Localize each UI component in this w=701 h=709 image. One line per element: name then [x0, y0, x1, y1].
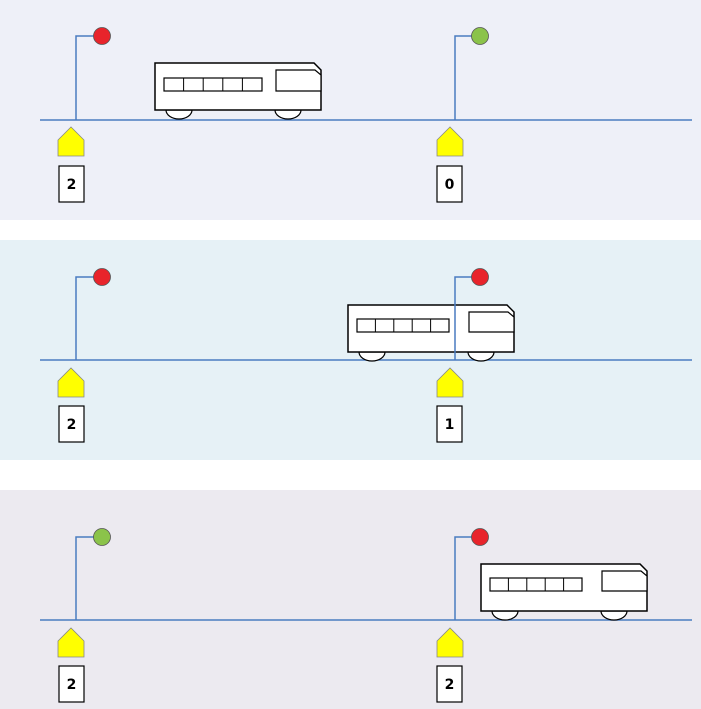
counter-value-2: 0 — [445, 177, 455, 193]
signal-light-2 — [471, 268, 489, 286]
signal-light-1 — [93, 268, 111, 286]
signal-light-2 — [471, 27, 489, 45]
counter-value-1: 2 — [67, 417, 77, 433]
signal-post-1 — [75, 35, 94, 120]
scene-panel-1-drawing: 2 0 — [40, 27, 692, 203]
signal-light-2 — [471, 528, 489, 546]
scene-panel-3-drawing: 2 2 — [40, 528, 692, 703]
counter-box-1 — [58, 405, 85, 443]
counter-value-2: 2 — [445, 677, 455, 693]
counter-value-1: 2 — [67, 677, 77, 693]
counter-box-2 — [436, 405, 463, 443]
signal-post-1 — [75, 276, 94, 360]
sensor-marker-1 — [57, 627, 85, 658]
signal-light-1 — [93, 27, 111, 45]
sensor-marker-2 — [436, 126, 464, 157]
sensor-marker-2 — [436, 367, 464, 398]
scene-panel-3: 2 2 — [0, 490, 701, 709]
counter-box-2 — [436, 665, 463, 703]
train — [480, 563, 648, 621]
scene-panel-1: 2 0 — [0, 0, 701, 220]
signal-post-1 — [75, 536, 94, 620]
counter-box-1 — [58, 165, 85, 203]
train — [347, 304, 515, 362]
counter-box-1 — [58, 665, 85, 703]
train — [154, 62, 322, 120]
sensor-marker-1 — [57, 126, 85, 157]
counter-value-1: 2 — [67, 177, 77, 193]
sensor-marker-2 — [436, 627, 464, 658]
sensor-marker-1 — [57, 367, 85, 398]
scene-panel-2-drawing: 2 1 — [40, 268, 692, 443]
scene-panel-2: 2 1 — [0, 240, 701, 460]
signal-post-2 — [454, 276, 472, 360]
counter-value-2: 1 — [445, 417, 455, 433]
signal-post-2 — [454, 35, 472, 120]
signal-post-2 — [454, 536, 472, 620]
counter-box-2 — [436, 165, 463, 203]
signal-light-1 — [93, 528, 111, 546]
